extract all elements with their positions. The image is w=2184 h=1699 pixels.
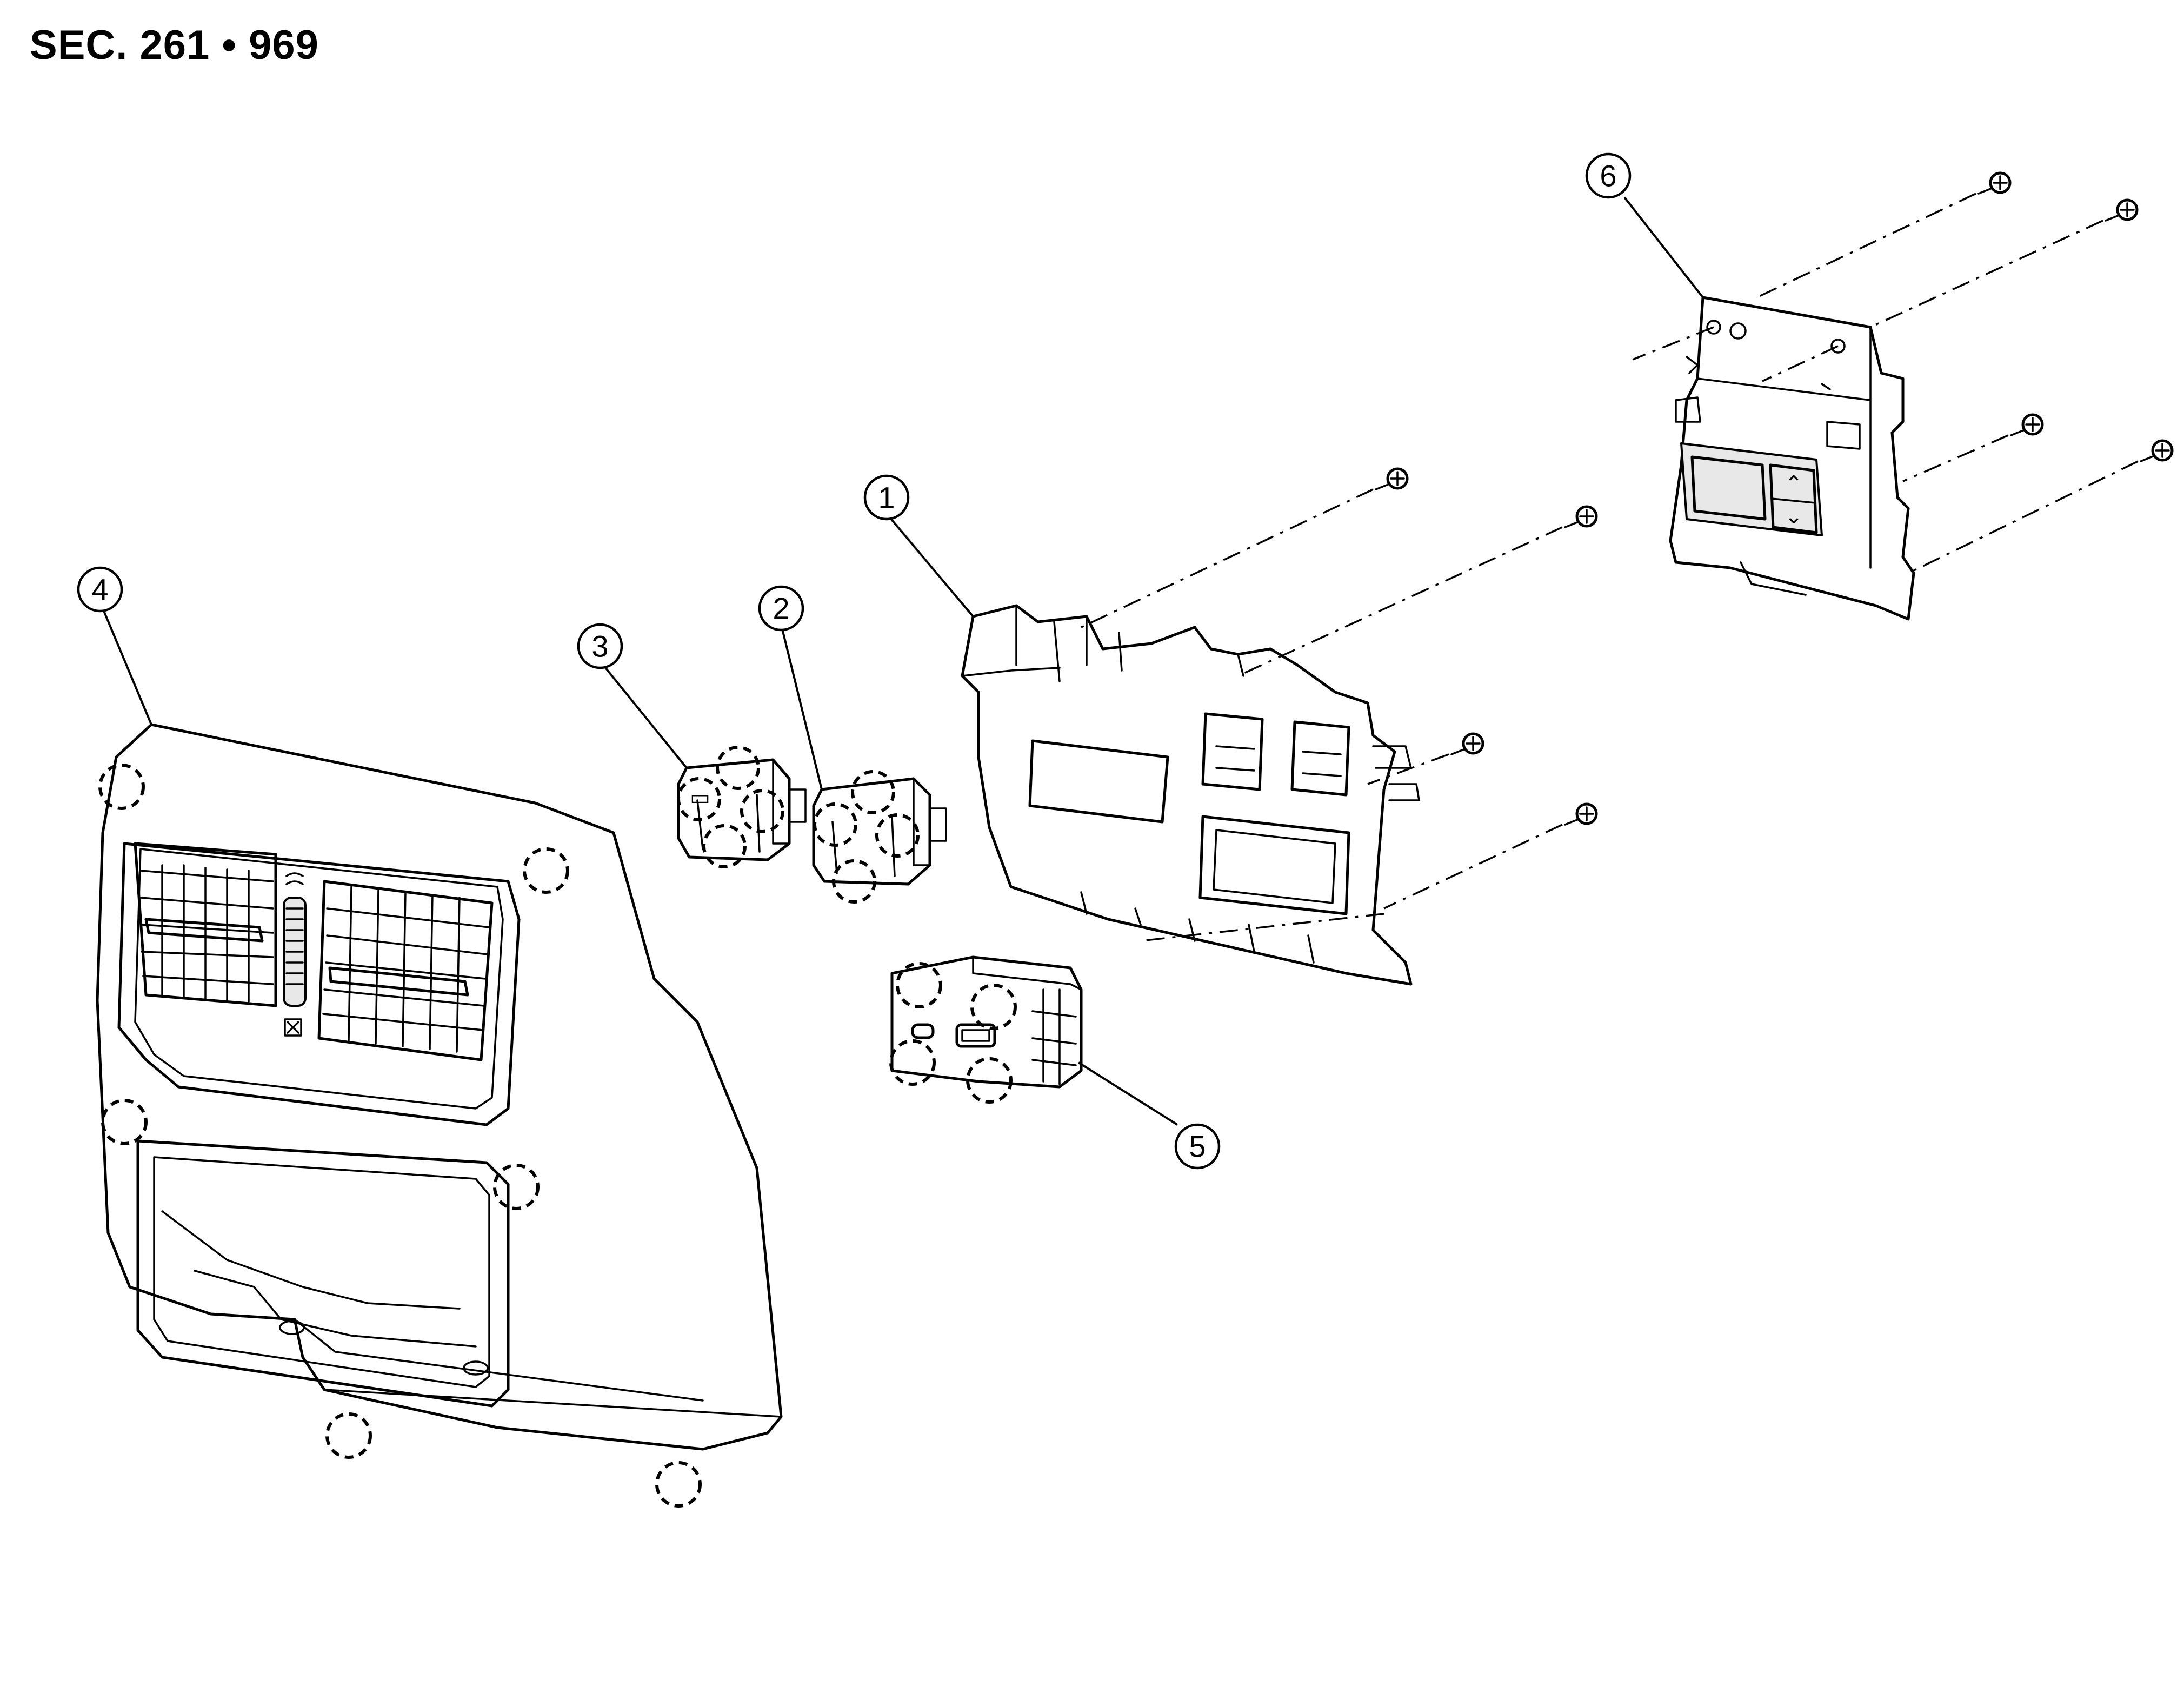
alignment-lines [1081, 193, 2139, 942]
callout-5: 5 [1174, 1123, 1221, 1170]
left-vent-louvers [139, 864, 274, 1003]
screws [1375, 171, 2174, 826]
callout-3: 3 [577, 623, 623, 669]
clip-location-icon [493, 1164, 540, 1210]
section-reference-title: SEC. 261 • 969 [30, 22, 319, 68]
screw-icon [1375, 467, 1409, 490]
usb-unit-part-5 [889, 955, 1083, 1104]
screw-icon [1450, 732, 1484, 755]
screw-icon [2140, 439, 2174, 462]
callout-number: 3 [591, 629, 608, 663]
clip-location-icon [325, 1412, 372, 1459]
callout-number: 1 [878, 481, 895, 515]
clip-location-icon [101, 1099, 148, 1145]
clip-location-icon [813, 802, 857, 847]
screw-icon [1977, 171, 2012, 195]
clip-location-icon [966, 1057, 1013, 1104]
screw-icon [2105, 198, 2139, 222]
callout-number: 2 [773, 592, 789, 626]
clip-location-icon [851, 770, 895, 814]
bracket-part-1 [961, 604, 1420, 986]
rear-console-finisher-part-4 [96, 723, 783, 1508]
control-unit-part-6: ⌃ ⌄ [1669, 296, 1915, 621]
switch-part-3: ▭ [677, 746, 807, 868]
clip-location-icon [655, 1461, 702, 1508]
clip-location-icon [889, 1039, 936, 1086]
clip-location-icon [677, 777, 721, 821]
callout-number: 6 [1600, 159, 1616, 193]
clip-location-icon [896, 962, 942, 1008]
clip-location-icon [523, 847, 569, 894]
clip-location-icon [702, 824, 747, 868]
chevron-down-icon: ⌄ [1785, 505, 1803, 528]
right-vent-louvers [322, 886, 490, 1053]
usb-c-port-icon [911, 1023, 935, 1039]
callout-6: 6 [1585, 152, 1632, 199]
callout-number: 5 [1189, 1130, 1206, 1164]
switch-part-2 [812, 770, 947, 904]
clip-location-icon [970, 984, 1017, 1030]
callout-number: 4 [91, 573, 108, 607]
screw-icon [1564, 505, 1598, 528]
screw-icon [1564, 802, 1598, 826]
callout-2: 2 [758, 585, 804, 632]
callout-1: 1 [863, 474, 910, 521]
screw-icon [2010, 413, 2044, 436]
switch-symbol-icon: ▭ [690, 786, 710, 809]
clip-location-icon [740, 789, 784, 833]
chevron-up-icon: ⌃ [1785, 472, 1803, 496]
callout-leaders [102, 196, 1704, 1126]
callout-4: 4 [77, 566, 123, 613]
clip-location-icon [98, 764, 145, 810]
clip-location-icon [832, 859, 876, 904]
clip-location-icon [716, 746, 760, 790]
clip-location-icon [875, 813, 920, 858]
